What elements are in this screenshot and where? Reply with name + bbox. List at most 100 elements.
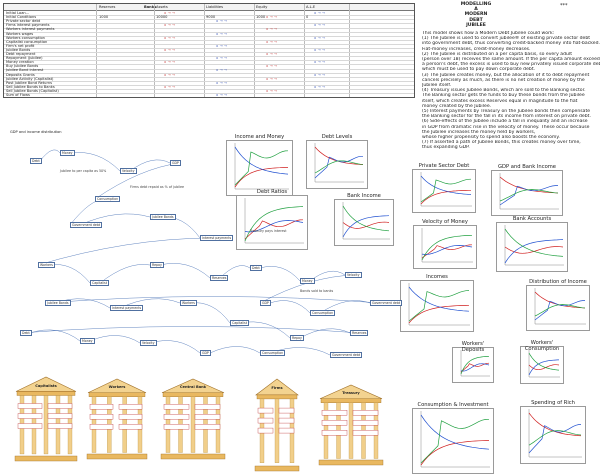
- bank-stock-box[interactable]: [17, 403, 43, 409]
- bank-stock-box[interactable]: [17, 413, 43, 419]
- flow-node[interactable]: Velocity: [345, 272, 362, 278]
- flow-node[interactable]: Consumption: [95, 196, 121, 202]
- chart-incomes[interactable]: Incomes: [400, 274, 474, 332]
- bank-stock-box[interactable]: [47, 423, 73, 429]
- flow-node[interactable]: Reserves: [350, 330, 369, 336]
- flow-node[interactable]: Velocity: [120, 168, 137, 174]
- table-column-header: Equity: [256, 5, 268, 9]
- flow-node[interactable]: Repay: [150, 262, 164, 268]
- flow-node[interactable]: GDP: [260, 300, 271, 306]
- flow-node[interactable]: Velocity: [140, 340, 157, 346]
- flow-node[interactable]: Money: [60, 150, 75, 156]
- chart-debt-levels[interactable]: Debt Levels: [306, 134, 368, 189]
- bank-stock-box[interactable]: [352, 430, 379, 436]
- chart-velocity-of-money[interactable]: Velocity of Money: [413, 219, 477, 269]
- bank-stock-box[interactable]: [257, 427, 274, 434]
- flow-node[interactable]: Debt: [30, 158, 42, 164]
- chart-gdp-and-bank-income[interactable]: GDP and Bank Income: [491, 164, 563, 216]
- flow-node[interactable]: Government debt: [70, 222, 103, 228]
- bank-stock-box[interactable]: [163, 404, 190, 410]
- bank-column: [274, 398, 280, 463]
- flow-node[interactable]: Debt: [20, 330, 32, 336]
- chart-distribution-of-income[interactable]: Distribution of Income: [526, 279, 590, 331]
- bank-stock-box[interactable]: [47, 413, 73, 419]
- bank-label: Capitalists: [35, 383, 57, 388]
- bank-stock-box[interactable]: [257, 407, 274, 414]
- flow-node[interactable]: GDP: [170, 160, 181, 166]
- description-line: The Banking sector gets the funds to buy…: [422, 93, 585, 99]
- flow-node[interactable]: Capitalist: [90, 280, 109, 286]
- bank-stock-box[interactable]: [47, 403, 73, 409]
- flow-node[interactable]: Workers: [180, 300, 197, 306]
- bank-stock-box[interactable]: [118, 424, 143, 430]
- bank-stock-box[interactable]: [118, 404, 143, 410]
- table-header: [4, 4, 414, 11]
- flow-node[interactable]: Interest payments: [110, 305, 144, 311]
- flow-node[interactable]: Workers: [38, 262, 55, 268]
- bank-building[interactable]: Firms: [254, 378, 300, 472]
- chart-plot: [499, 173, 559, 210]
- chart-workers-deposits[interactable]: Workers' Deposits: [452, 341, 494, 383]
- chart-plot: [528, 409, 582, 458]
- table-row: Firm's net profit▫ → →: [4, 44, 414, 50]
- flow-node[interactable]: Consumption: [310, 310, 336, 316]
- flow-node[interactable]: Repay: [290, 335, 304, 341]
- chart-series-line: [234, 150, 289, 186]
- chart-workers-consumption[interactable]: Workers' Consumption: [520, 340, 564, 384]
- flow-node[interactable]: Money: [300, 278, 315, 284]
- bank-building[interactable]: Capitalists: [14, 376, 78, 462]
- chart-consumption-investment[interactable]: Consumption & Investment: [412, 402, 494, 474]
- bank-stock-box[interactable]: [89, 424, 114, 430]
- bank-stock-box[interactable]: [278, 427, 295, 434]
- bank-stock-box[interactable]: [163, 424, 190, 430]
- flow-node[interactable]: Reserves: [210, 275, 229, 281]
- chart-title: Incomes: [426, 274, 448, 280]
- table-row: Post Jubilee Bond Returns▫ → →: [4, 81, 414, 86]
- table-value: 10000: [156, 15, 168, 19]
- bank-stock-box[interactable]: [257, 417, 274, 424]
- chart-title: GDP and Bank Income: [498, 164, 556, 170]
- bank-stock-box[interactable]: [352, 410, 379, 416]
- bank-stock-box[interactable]: [352, 420, 379, 426]
- chart-series-line: [534, 304, 586, 317]
- chart-income-and-money[interactable]: Income and Money: [226, 134, 293, 196]
- bank-stock-box[interactable]: [194, 414, 221, 420]
- bank-stock-box[interactable]: [278, 417, 295, 424]
- bank-stock-box[interactable]: [321, 430, 348, 436]
- flow-node[interactable]: Jubilee Bonds: [150, 214, 176, 220]
- bank-column: [190, 396, 196, 453]
- title-line: MODELLING: [460, 2, 492, 7]
- bank-building[interactable]: Workers: [86, 378, 148, 460]
- bank-building[interactable]: Central Bank: [160, 378, 226, 460]
- bank-stock-box[interactable]: [321, 410, 348, 416]
- chart-spending-of-rich[interactable]: Spending of Rich: [520, 400, 586, 464]
- bank-stock-box[interactable]: [278, 407, 295, 414]
- bank-stock-box[interactable]: [321, 420, 348, 426]
- chart-bank-accounts[interactable]: Bank Accounts: [496, 216, 568, 272]
- flow-node[interactable]: Money: [80, 338, 95, 344]
- bank-building[interactable]: Treasury: [318, 384, 384, 466]
- flow-node[interactable]: Interest payments: [200, 235, 234, 241]
- row-label: Sell Jubilee Bonds (Capitalist): [6, 88, 59, 93]
- bank-stock-box[interactable]: [194, 424, 221, 430]
- flow-node[interactable]: Capitalist: [230, 320, 249, 326]
- bank-stock-box[interactable]: [89, 404, 114, 410]
- flow-node[interactable]: Jubilee Bonds: [45, 300, 71, 306]
- flow-node[interactable]: Consumption: [260, 350, 286, 356]
- bank-stock-box[interactable]: [89, 414, 114, 420]
- chart-series-line: [314, 155, 363, 179]
- flow-node[interactable]: Debt: [250, 265, 262, 271]
- flow-node[interactable]: GDP: [200, 350, 211, 356]
- bank-stock-box[interactable]: [163, 414, 190, 420]
- flow-node[interactable]: Government debt: [330, 352, 363, 358]
- chart-bank-income[interactable]: Bank Income: [334, 193, 394, 246]
- description-line: a person's debt, the excess is used to b…: [422, 62, 600, 68]
- bank-stock-box[interactable]: [17, 423, 43, 429]
- chart-debt-ratios[interactable]: Debt Ratios: [236, 189, 308, 250]
- bank-stock-box[interactable]: [194, 404, 221, 410]
- table-row: Buy Jubilee Bonds▫ → →: [4, 64, 414, 70]
- flow-node[interactable]: Government debt: [370, 300, 403, 306]
- table-row: Firms interest payments▫ → →▫ → →: [4, 23, 414, 29]
- chart-private-sector-debt[interactable]: Private Sector Debt: [412, 163, 476, 213]
- bank-stock-box[interactable]: [118, 414, 143, 420]
